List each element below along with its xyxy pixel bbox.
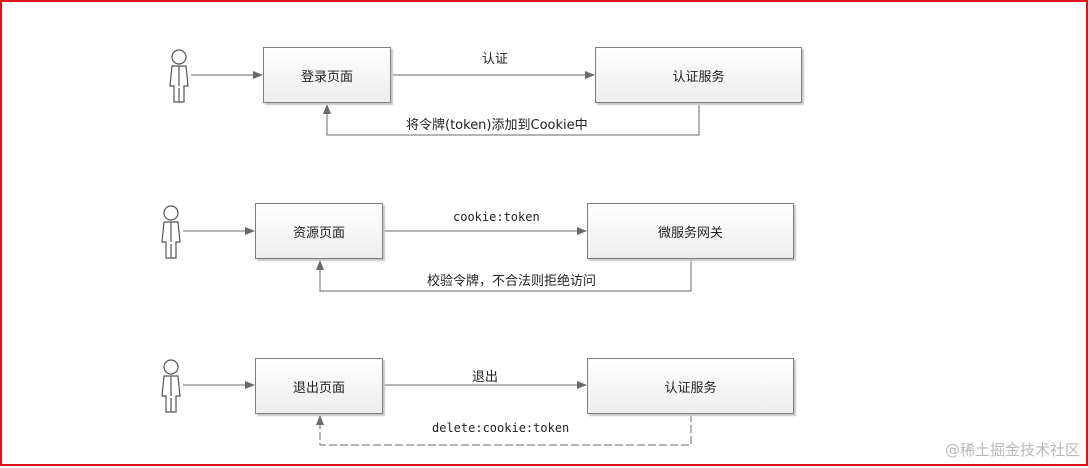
flow-3-target-box: 认证服务 bbox=[587, 358, 794, 414]
watermark: @稀土掘金技术社区 bbox=[944, 441, 1080, 459]
actor-2-icon bbox=[161, 205, 181, 259]
flow-1-request-label: 认证 bbox=[482, 52, 509, 67]
flow-2-target-label: 微服务网关 bbox=[657, 225, 723, 241]
flow-1-response-arrow bbox=[323, 103, 700, 136]
actor-3-icon bbox=[161, 359, 181, 413]
flow-1-target-label: 认证服务 bbox=[672, 69, 725, 85]
flow-3-response-arrow bbox=[316, 414, 692, 446]
flow-3-target-label: 认证服务 bbox=[664, 380, 717, 396]
flow-3-response-label: delete:cookie:token bbox=[432, 421, 570, 435]
flow-2-request-label: cookie:token bbox=[453, 210, 540, 224]
flow-1-source-label: 登录页面 bbox=[300, 69, 353, 85]
flow-3-request-label: 退出 bbox=[472, 370, 499, 385]
flow-2-source-label: 资源页面 bbox=[292, 225, 345, 241]
flow-2-source-box: 资源页面 bbox=[255, 203, 383, 259]
flow-3-source-box: 退出页面 bbox=[255, 358, 383, 414]
flow-2-response-label: 校验令牌，不合法则拒绝访问 bbox=[427, 274, 597, 289]
flow-2-response-arrow bbox=[316, 259, 692, 292]
flow-1-target-box: 认证服务 bbox=[595, 47, 802, 103]
flow-1-source-box: 登录页面 bbox=[263, 47, 391, 103]
flow-2-target-box: 微服务网关 bbox=[587, 203, 794, 259]
flow-3-source-label: 退出页面 bbox=[292, 380, 345, 396]
actor-1-icon bbox=[169, 49, 189, 103]
flow-1-response-label: 将令牌(token)添加到Cookie中 bbox=[406, 118, 588, 133]
